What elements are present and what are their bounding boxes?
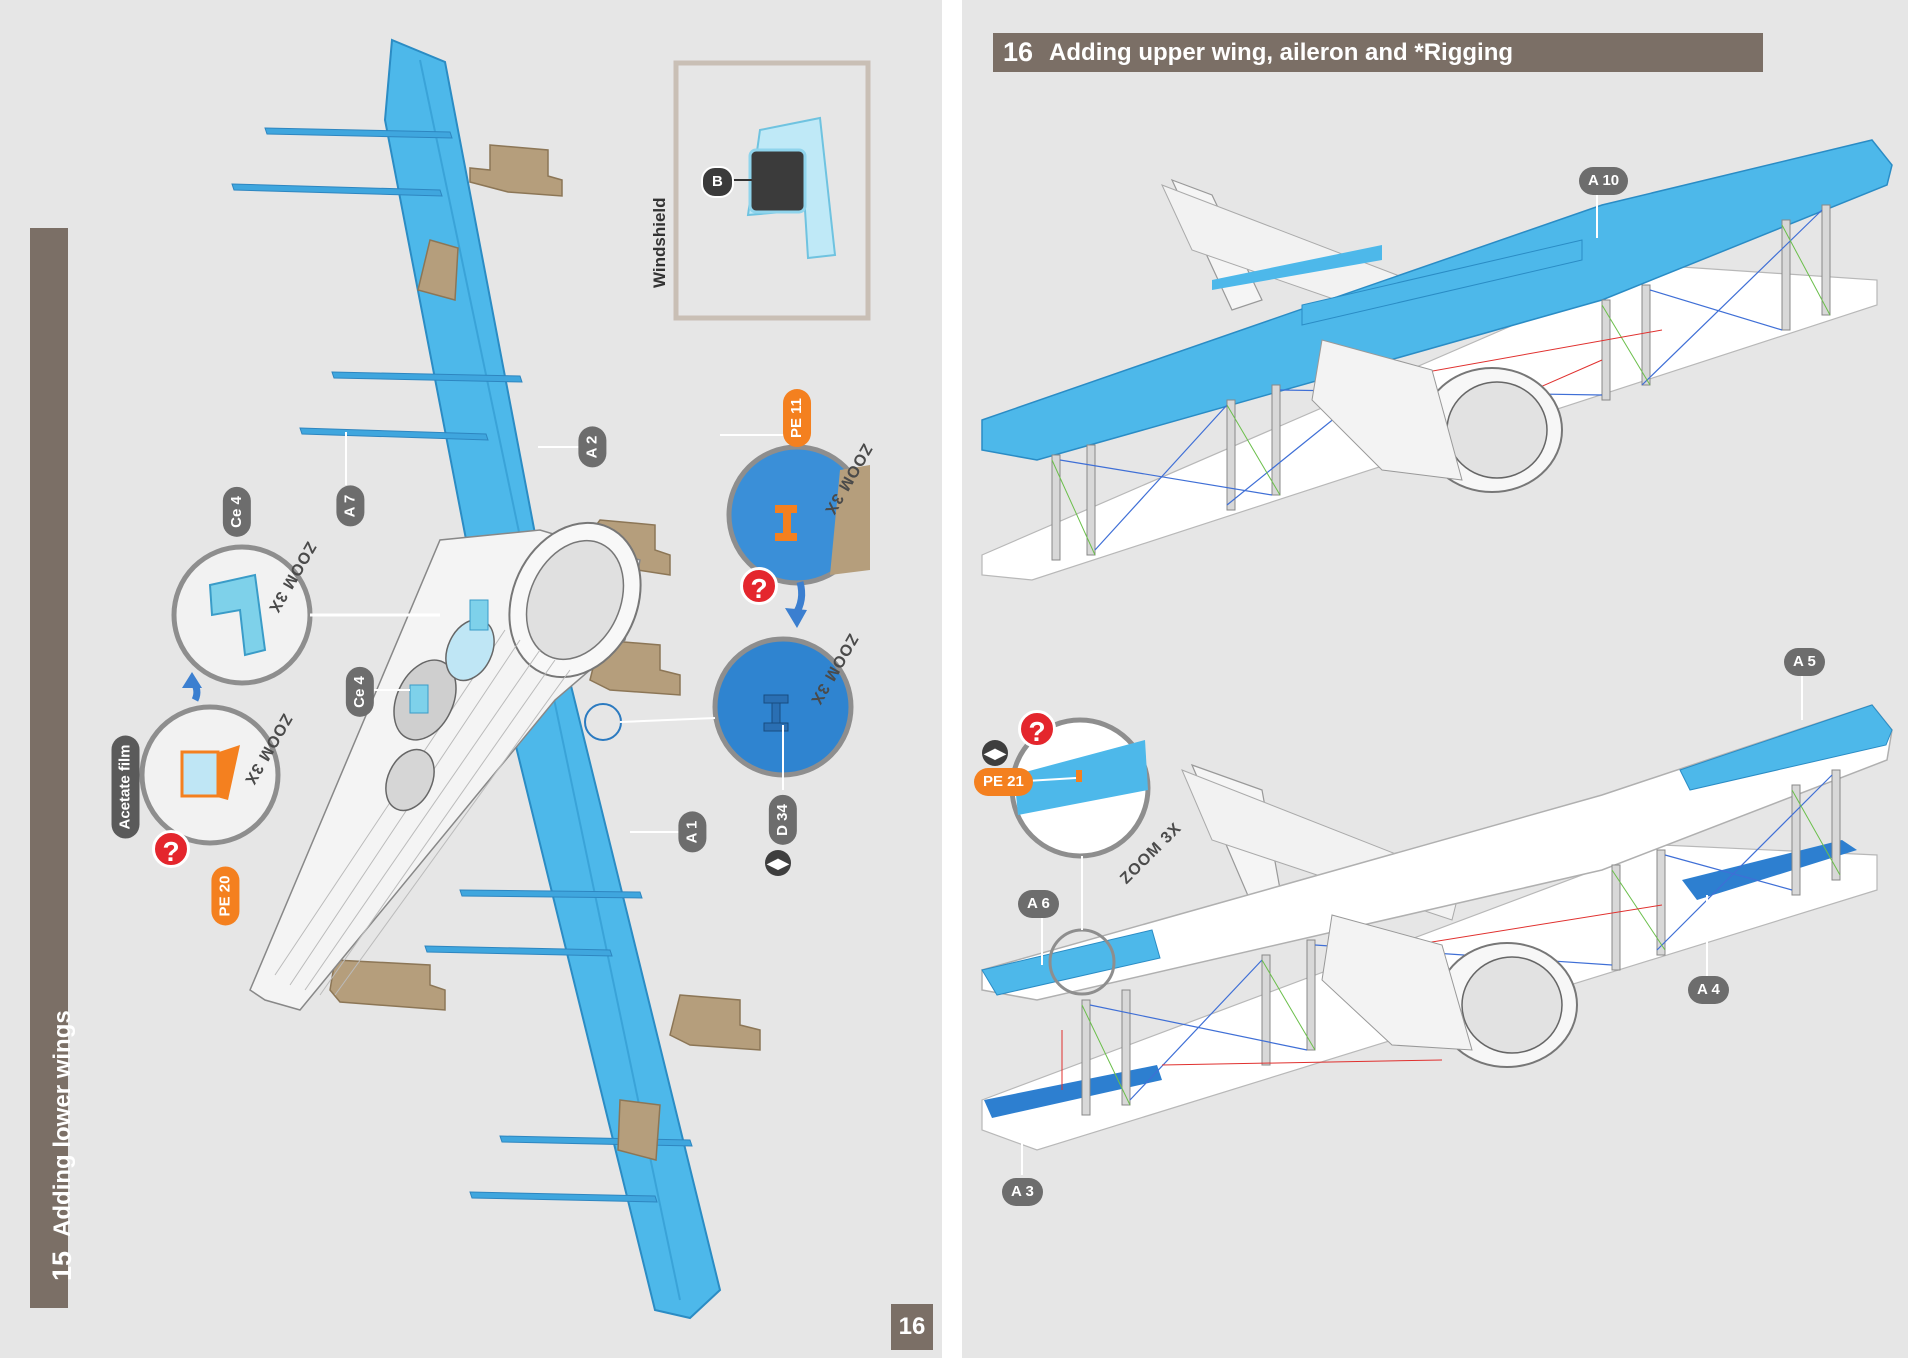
step-number: 16 bbox=[1003, 37, 1034, 67]
question-icon: ? bbox=[1018, 710, 1056, 748]
aileron-a4 bbox=[1682, 840, 1857, 900]
left-page: 15 Adding lower wings Windshield B A 2 A… bbox=[0, 0, 942, 1358]
page-gutter bbox=[942, 0, 962, 1358]
question-icon: ? bbox=[740, 567, 778, 605]
upper-wing-illustration bbox=[981, 139, 1893, 1175]
part-label-d34: D 34 bbox=[768, 795, 797, 845]
lower-wings-illustration bbox=[139, 38, 871, 1320]
part-label-a1: A 1 bbox=[678, 811, 707, 853]
step-number: 15 bbox=[47, 1250, 77, 1281]
part-label-ce4-top: Ce 4 bbox=[222, 487, 251, 537]
upper-wing-top bbox=[981, 139, 1893, 461]
part-label-a6: A 6 bbox=[1018, 890, 1059, 918]
part-label-a3: A 3 bbox=[1002, 1178, 1043, 1206]
step-title: Adding lower wings bbox=[48, 1010, 76, 1237]
acetate-film-label: Acetate film bbox=[111, 735, 140, 839]
step-15-heading: 15 Adding lower wings bbox=[47, 1010, 77, 1281]
part-label-pe20: PE 20 bbox=[211, 866, 240, 926]
flip-icon: ◀▶ bbox=[765, 850, 791, 876]
windshield-label: Windshield bbox=[650, 197, 669, 288]
part-label-a5: A 5 bbox=[1784, 648, 1825, 676]
part-label-b: B bbox=[701, 166, 734, 198]
right-page: 16 Adding upper wing, aileron and *Riggi… bbox=[962, 0, 1908, 1358]
flip-icon: ◀▶ bbox=[982, 740, 1008, 766]
part-label-pe21: PE 21 bbox=[974, 768, 1033, 796]
page-number: 16 bbox=[891, 1304, 933, 1350]
step-15-bar bbox=[30, 228, 68, 1308]
aileron-a5 bbox=[1679, 704, 1893, 791]
part-label-a2: A 2 bbox=[578, 426, 607, 468]
part-label-a4: A 4 bbox=[1688, 976, 1729, 1004]
question-icon: ? bbox=[152, 830, 190, 868]
part-label-a10: A 10 bbox=[1579, 167, 1629, 195]
part-label-a7: A 7 bbox=[336, 485, 365, 527]
fuselage bbox=[249, 521, 642, 1011]
aileron-a6 bbox=[981, 929, 1161, 996]
part-label-pe11: PE 11 bbox=[783, 388, 812, 448]
biplane-top bbox=[981, 139, 1893, 581]
step-title: Adding upper wing, aileron and *Rigging bbox=[1049, 38, 1514, 66]
part-label-ce4-mid: Ce 4 bbox=[345, 667, 374, 717]
windshield-part bbox=[469, 599, 489, 631]
biplane-bottom bbox=[981, 676, 1893, 1175]
step-16-heading: 16 Adding upper wing, aileron and *Riggi… bbox=[993, 33, 1763, 72]
